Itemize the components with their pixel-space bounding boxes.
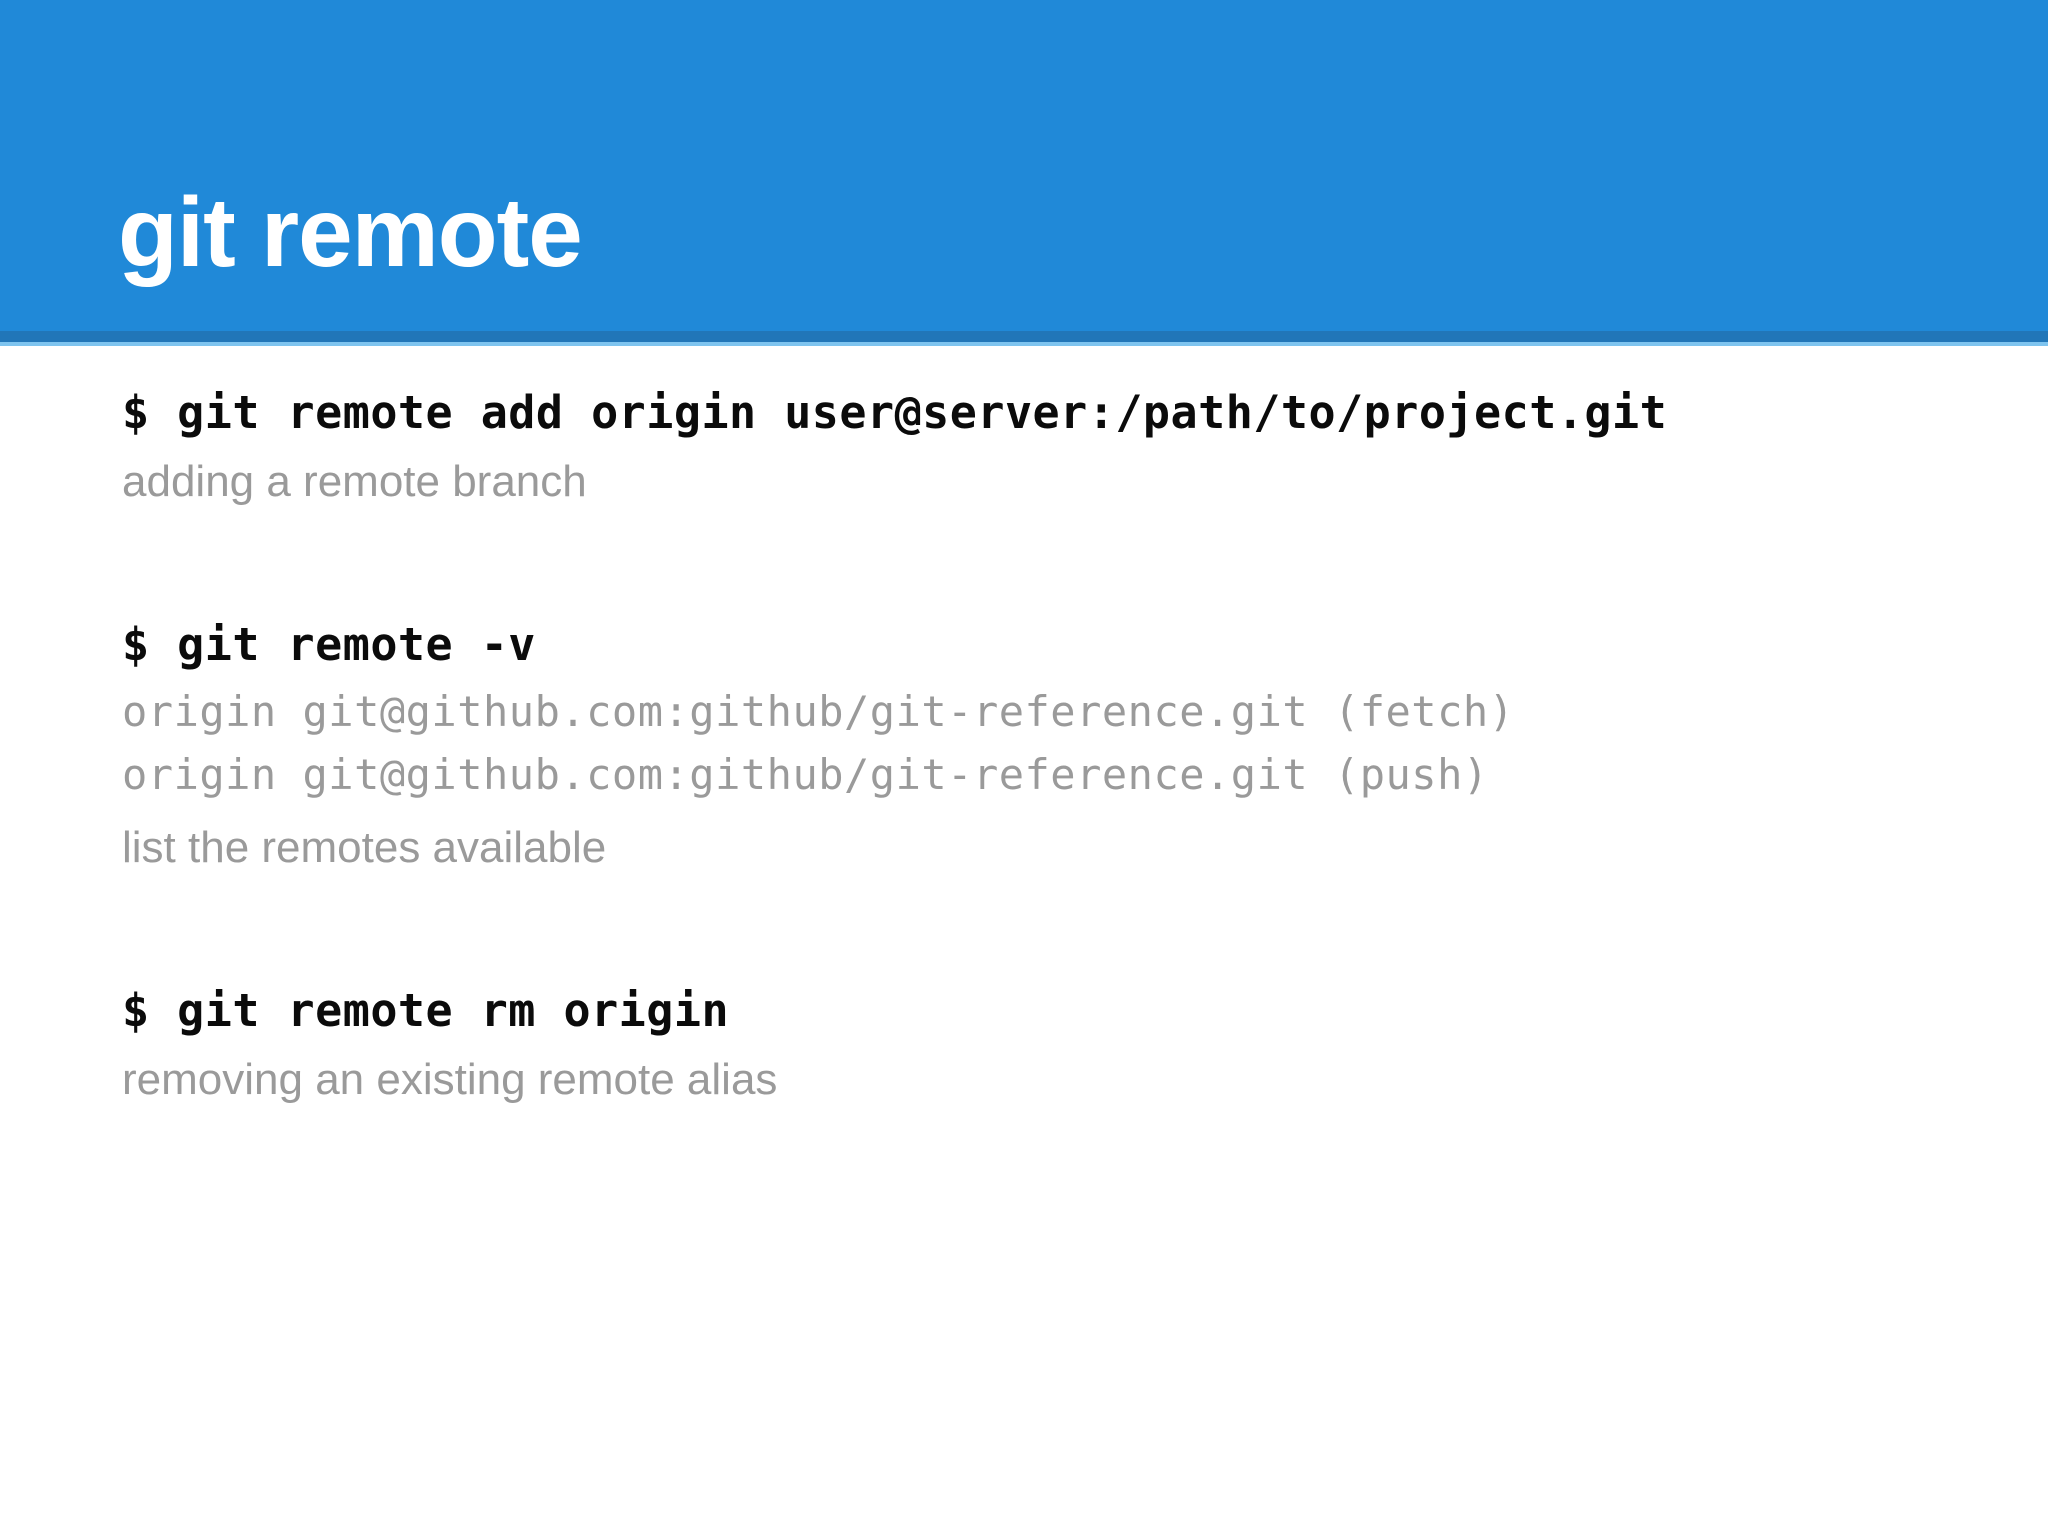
slide-body: $ git remote add origin user@server:/pat… — [0, 346, 2048, 1536]
command-line: $ git remote rm origin — [122, 984, 730, 1037]
command-line: $ git remote -v — [122, 618, 536, 671]
header-divider-light — [0, 342, 2048, 346]
command-line: $ git remote add origin user@server:/pat… — [122, 386, 1668, 439]
command-caption: adding a remote branch — [122, 457, 587, 506]
command-output-line: origin git@github.com:github/git-referen… — [122, 750, 1489, 799]
command-caption: removing an existing remote alias — [122, 1055, 778, 1104]
header-divider-dark — [0, 331, 2048, 342]
command-block-remote-rm: $ git remote rm origin removing an exist… — [122, 982, 777, 1110]
command-block-remote-add: $ git remote add origin user@server:/pat… — [122, 384, 1667, 512]
command-block-remote-verbose: $ git remote -v origin git@github.com:gi… — [122, 616, 1514, 878]
slide-header-band — [0, 0, 2048, 331]
page-title: git remote — [118, 177, 583, 287]
command-caption: list the remotes available — [122, 823, 607, 872]
command-output-line: origin git@github.com:github/git-referen… — [122, 687, 1515, 736]
